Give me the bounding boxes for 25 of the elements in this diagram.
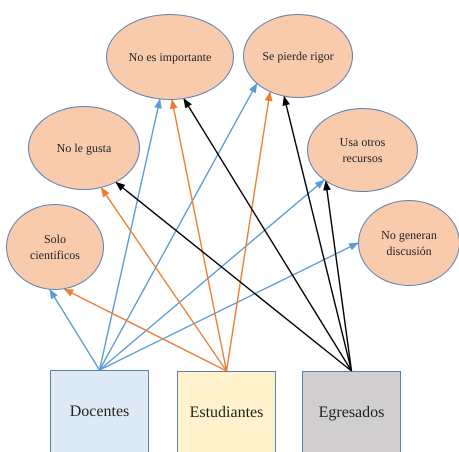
arrow [282, 96, 352, 372]
arrow [99, 242, 359, 371]
node-label: Se pierde rigor [262, 48, 334, 64]
arrow [98, 98, 162, 370]
group-box [302, 371, 401, 452]
arrow [226, 91, 272, 372]
arrow [49, 288, 100, 370]
node-label: Estudiantes [190, 404, 264, 422]
node-label: No es importante [128, 48, 212, 66]
arrow [98, 82, 258, 370]
node-label: No generan discusión [380, 226, 438, 260]
arrow [64, 288, 227, 372]
arrow [183, 98, 352, 372]
node-label: Docentes [70, 403, 130, 421]
arrow [99, 180, 325, 371]
arrow [170, 99, 228, 372]
group-box [50, 370, 149, 452]
node-label: Solo cientificos [29, 230, 81, 264]
arrow [323, 180, 352, 372]
node-label: No le gusta [56, 140, 112, 156]
node-label: Usa otros recursos [338, 134, 386, 166]
arrow [115, 182, 352, 372]
arrow [100, 187, 228, 372]
group-box [177, 371, 276, 452]
node-label: Egresados [318, 404, 384, 422]
